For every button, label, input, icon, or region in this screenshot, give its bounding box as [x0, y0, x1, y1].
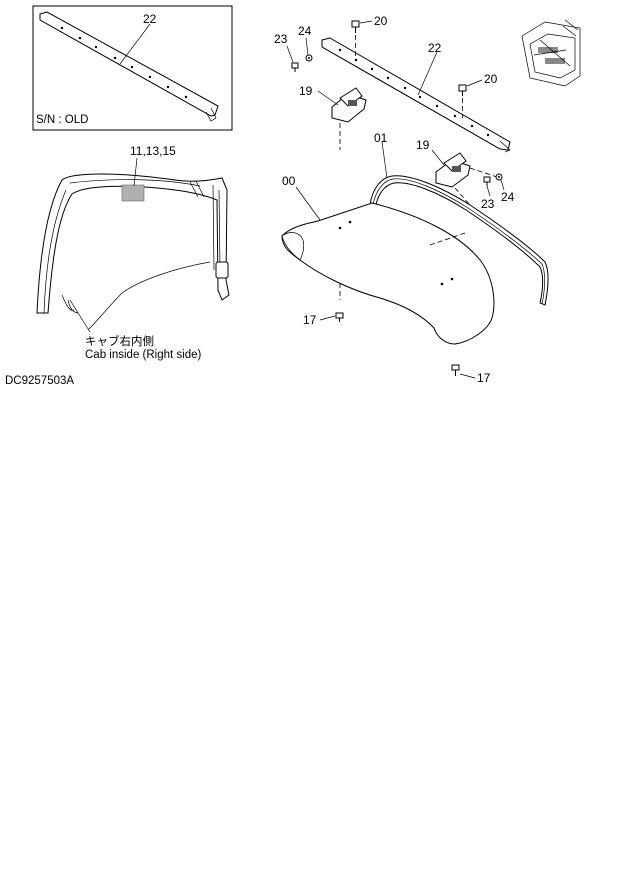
inset-old-serial: 22 S/N : OLD	[32, 5, 233, 131]
serial-note: S/N : OLD	[36, 114, 88, 126]
drawing-code: DC9257503A	[5, 375, 74, 387]
label-23-right: 23	[481, 197, 495, 211]
screw-17-bottom	[451, 364, 476, 379]
inset-part-label: 22	[143, 12, 157, 26]
washer-24-right	[495, 173, 505, 191]
label-01: 01	[374, 131, 388, 145]
label-17-left: 17	[303, 313, 317, 327]
label-23-top: 23	[274, 32, 288, 46]
bolt-23-top	[286, 45, 299, 72]
screw-17-left	[319, 312, 344, 322]
bolt-20-right	[458, 79, 483, 118]
bracket-19-right	[431, 149, 501, 206]
cab-inside-detail: 11,13,15 キャブ右内側 Cab inside (Right side)	[36, 144, 230, 361]
label-24-top: 24	[298, 24, 312, 38]
callout-11-13-15: 11,13,15	[130, 144, 176, 158]
locator-thumbnail	[521, 19, 581, 87]
panel-00	[281, 186, 495, 345]
label-19-left: 19	[299, 84, 313, 98]
label-17-bottom: 17	[477, 371, 491, 385]
label-24-right: 24	[501, 190, 515, 204]
caption-english: Cab inside (Right side)	[85, 349, 202, 361]
label-20-right: 20	[484, 72, 498, 86]
label-20-top: 20	[374, 14, 388, 28]
caption-japanese: キャブ右内側	[85, 334, 154, 348]
bracket-19-left	[317, 87, 367, 150]
label-22-main: 22	[428, 41, 442, 55]
inset-leader	[119, 23, 151, 65]
bolt-23-right	[483, 176, 491, 197]
bolt-20-top	[351, 20, 373, 58]
label-00: 00	[282, 174, 296, 188]
inset-rail-22	[39, 11, 219, 122]
inset-frame	[32, 5, 233, 131]
seal-01	[369, 141, 549, 306]
trim-pad	[121, 184, 145, 202]
rail-22	[321, 37, 511, 153]
exploded-view: 22 20 24 23 20	[274, 14, 549, 385]
washer-24-top	[305, 37, 313, 62]
label-19-right: 19	[416, 138, 430, 152]
